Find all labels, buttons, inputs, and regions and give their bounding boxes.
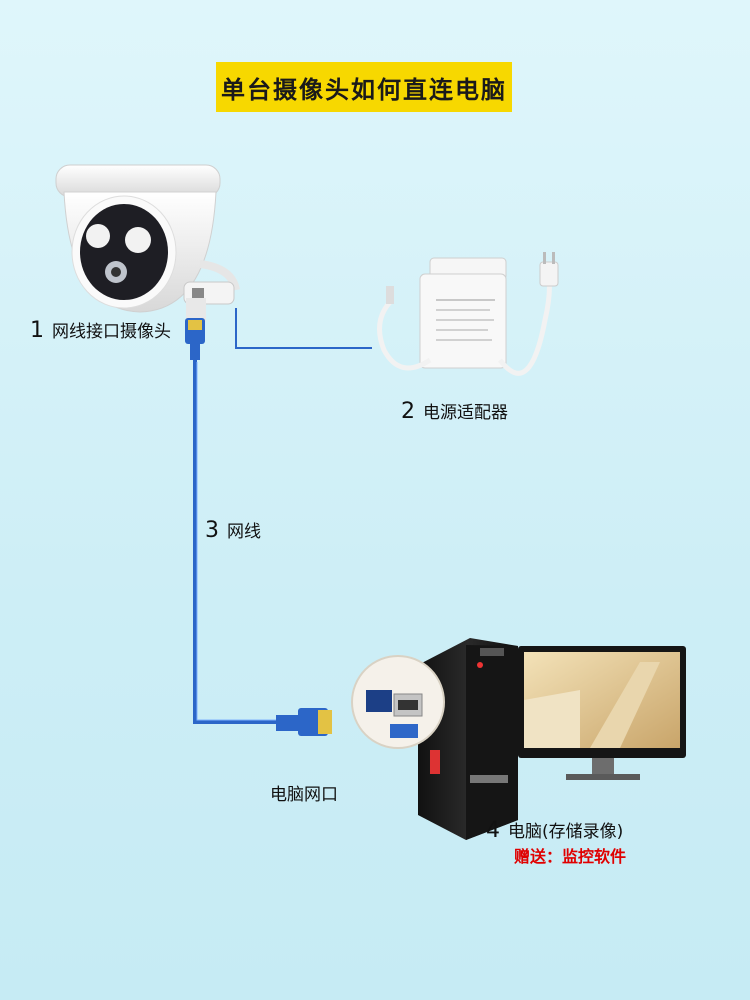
monitor-icon — [518, 646, 686, 780]
power-wire — [235, 308, 372, 349]
title-banner: 单台摄像头如何直连电脑 — [216, 62, 512, 112]
rj45-plug-bottom-icon — [276, 708, 332, 736]
port-closeup-icon — [351, 655, 445, 749]
label-pc-port: 电脑网口 — [270, 785, 338, 805]
pc-tower-icon — [418, 638, 518, 840]
rj45-plug-top-icon — [185, 318, 205, 360]
power-adapter-icon — [377, 252, 559, 376]
network-cable — [193, 360, 282, 724]
page-title: 单台摄像头如何直连电脑 — [221, 75, 507, 104]
gift-text: 赠送：监控软件 — [514, 847, 627, 866]
dome-camera-icon — [55, 164, 240, 322]
